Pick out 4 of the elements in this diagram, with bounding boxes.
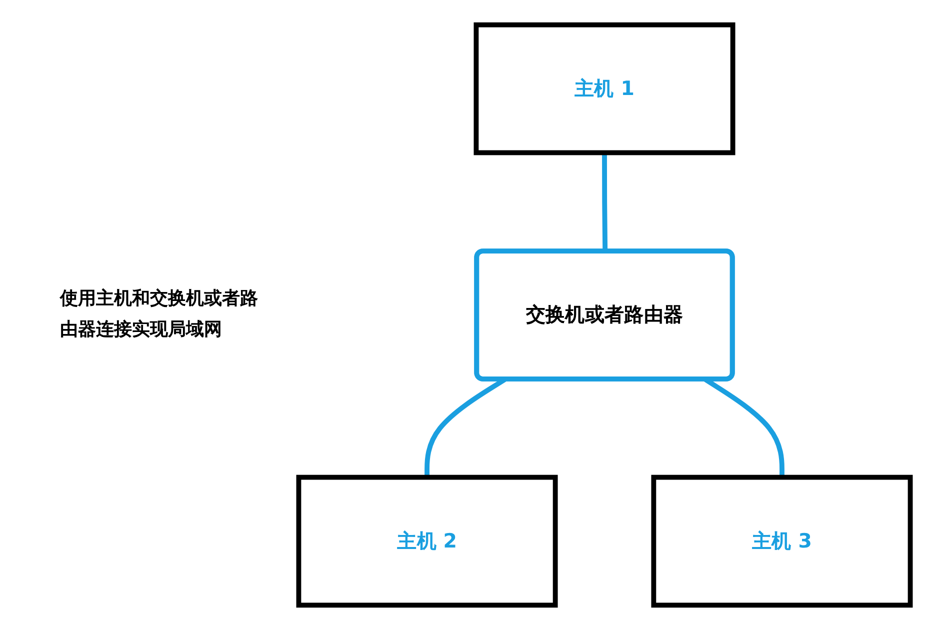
node-box: 主机 1 (474, 22, 736, 155)
note-text: 使用主机和交换机或者路由器连接实现局域网 (60, 286, 259, 342)
node-box: 主机 3 (651, 474, 913, 608)
node-box: 主机 2 (296, 474, 558, 608)
